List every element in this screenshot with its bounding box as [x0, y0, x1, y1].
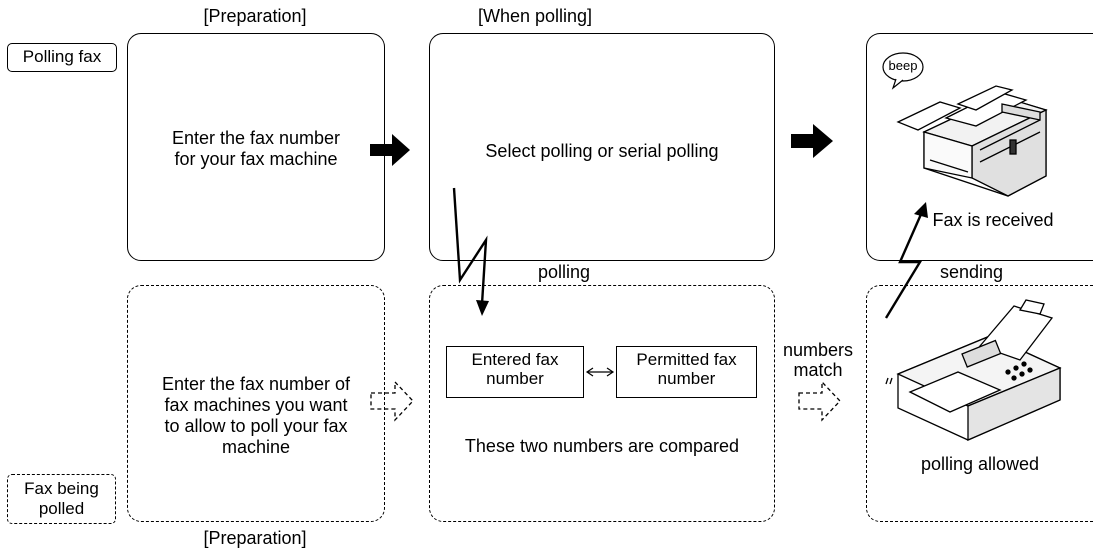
arrow-right-icon: [791, 124, 833, 158]
text-enter-fax-number-line1: Enter the fax number: [171, 128, 341, 148]
arrow-right-icon: [370, 134, 410, 166]
box-entered-fax-number: Entered fax number: [446, 346, 584, 398]
fax-machine-icon: [885, 299, 1062, 441]
text-permitted-line1: Permitted fax: [636, 350, 737, 369]
text-entered-line2: number: [486, 369, 544, 388]
label-polling-fax-text: Polling fax: [22, 47, 102, 66]
text-polling-allowed: polling allowed: [920, 454, 1040, 474]
heading-preparation-bottom: [Preparation]: [203, 528, 307, 548]
label-numbers-match: numbers match: [775, 340, 861, 380]
text-beep: beep: [888, 58, 918, 73]
text-select-polling: Select polling or serial polling: [485, 141, 719, 161]
label-fax-being-polled-line2: polled: [38, 499, 85, 518]
copier-machine-icon: [896, 85, 1048, 197]
heading-preparation-top: [Preparation]: [203, 6, 307, 26]
box-when-polling: Select polling or serial polling: [429, 33, 775, 261]
label-polling: polling: [538, 262, 591, 282]
text-numbers-compared: These two numbers are compared: [464, 436, 740, 456]
text-enter-allowed-line1: Enter the fax number of: [161, 374, 351, 394]
text-enter-allowed-line2: fax machines you want: [164, 395, 348, 415]
label-fax-being-polled: Fax being polled: [7, 474, 116, 524]
text-permitted-line2: number: [657, 369, 716, 388]
box-permitted-fax-number: Permitted fax number: [616, 346, 757, 398]
text-enter-allowed-line4: machine: [221, 437, 291, 457]
heading-when-polling: [When polling]: [477, 6, 593, 26]
dashed-arrow-right-icon: [798, 380, 841, 422]
lightning-polling-icon: [452, 187, 488, 305]
box-preparation-polling-fax: Enter the fax number for your fax machin…: [127, 33, 385, 261]
text-fax-is-received: Fax is received: [932, 210, 1054, 230]
box-number-comparison: These two numbers are compared: [429, 285, 775, 522]
label-numbers-line: numbers: [782, 340, 854, 360]
text-enter-fax-number-line2: for your fax machine: [174, 149, 338, 169]
label-fax-being-polled-line1: Fax being: [24, 479, 99, 498]
text-entered-line1: Entered fax: [471, 350, 559, 369]
dashed-arrow-right-icon: [370, 380, 414, 422]
box-preparation-polled-fax: Enter the fax number of fax machines you…: [127, 285, 385, 522]
label-polling-fax: Polling fax: [7, 43, 117, 72]
speech-bubble-icon: [882, 52, 924, 90]
text-enter-allowed-line3: to allow to poll your fax: [164, 416, 348, 436]
label-match-line: match: [793, 360, 843, 380]
label-sending: sending: [940, 262, 1004, 282]
lightning-sending-icon: [884, 211, 924, 319]
